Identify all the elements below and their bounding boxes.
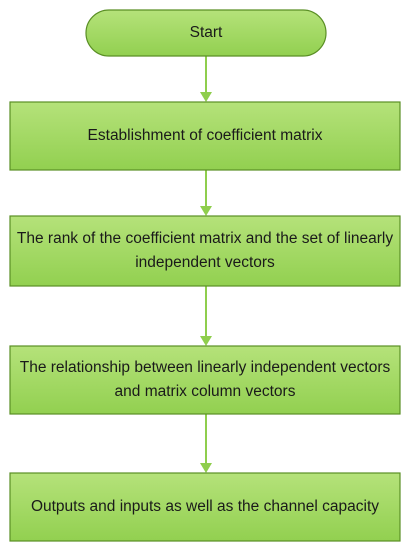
nodes-layer bbox=[9, 9, 401, 542]
arrow-step1-to-step2 bbox=[200, 170, 212, 216]
relationship-step-box bbox=[9, 345, 401, 415]
edges-layer bbox=[200, 56, 212, 473]
arrow-step2-to-step3 bbox=[200, 286, 212, 346]
start-node-box bbox=[85, 9, 327, 57]
rank-step-label: The rank of the coefficient matrix and t… bbox=[16, 230, 394, 271]
arrow-start-to-step1 bbox=[200, 56, 212, 102]
arrow-head bbox=[200, 92, 212, 102]
rank-step-box bbox=[9, 215, 401, 287]
arrow-step3-to-step4 bbox=[200, 414, 212, 473]
channel-capacity-step-box bbox=[9, 472, 401, 542]
arrow-head bbox=[200, 336, 212, 346]
arrow-head bbox=[200, 463, 212, 473]
relationship-step-label: The relationship between linearly indepe… bbox=[19, 359, 391, 400]
coefficient-matrix-step-box bbox=[9, 101, 401, 171]
arrow-head bbox=[200, 206, 212, 216]
coefficient-matrix-step-label: Establishment of coefficient matrix bbox=[87, 127, 323, 144]
start-node-label: Start bbox=[189, 24, 223, 41]
channel-capacity-step-label: Outputs and inputs as well as the channe… bbox=[30, 498, 380, 515]
